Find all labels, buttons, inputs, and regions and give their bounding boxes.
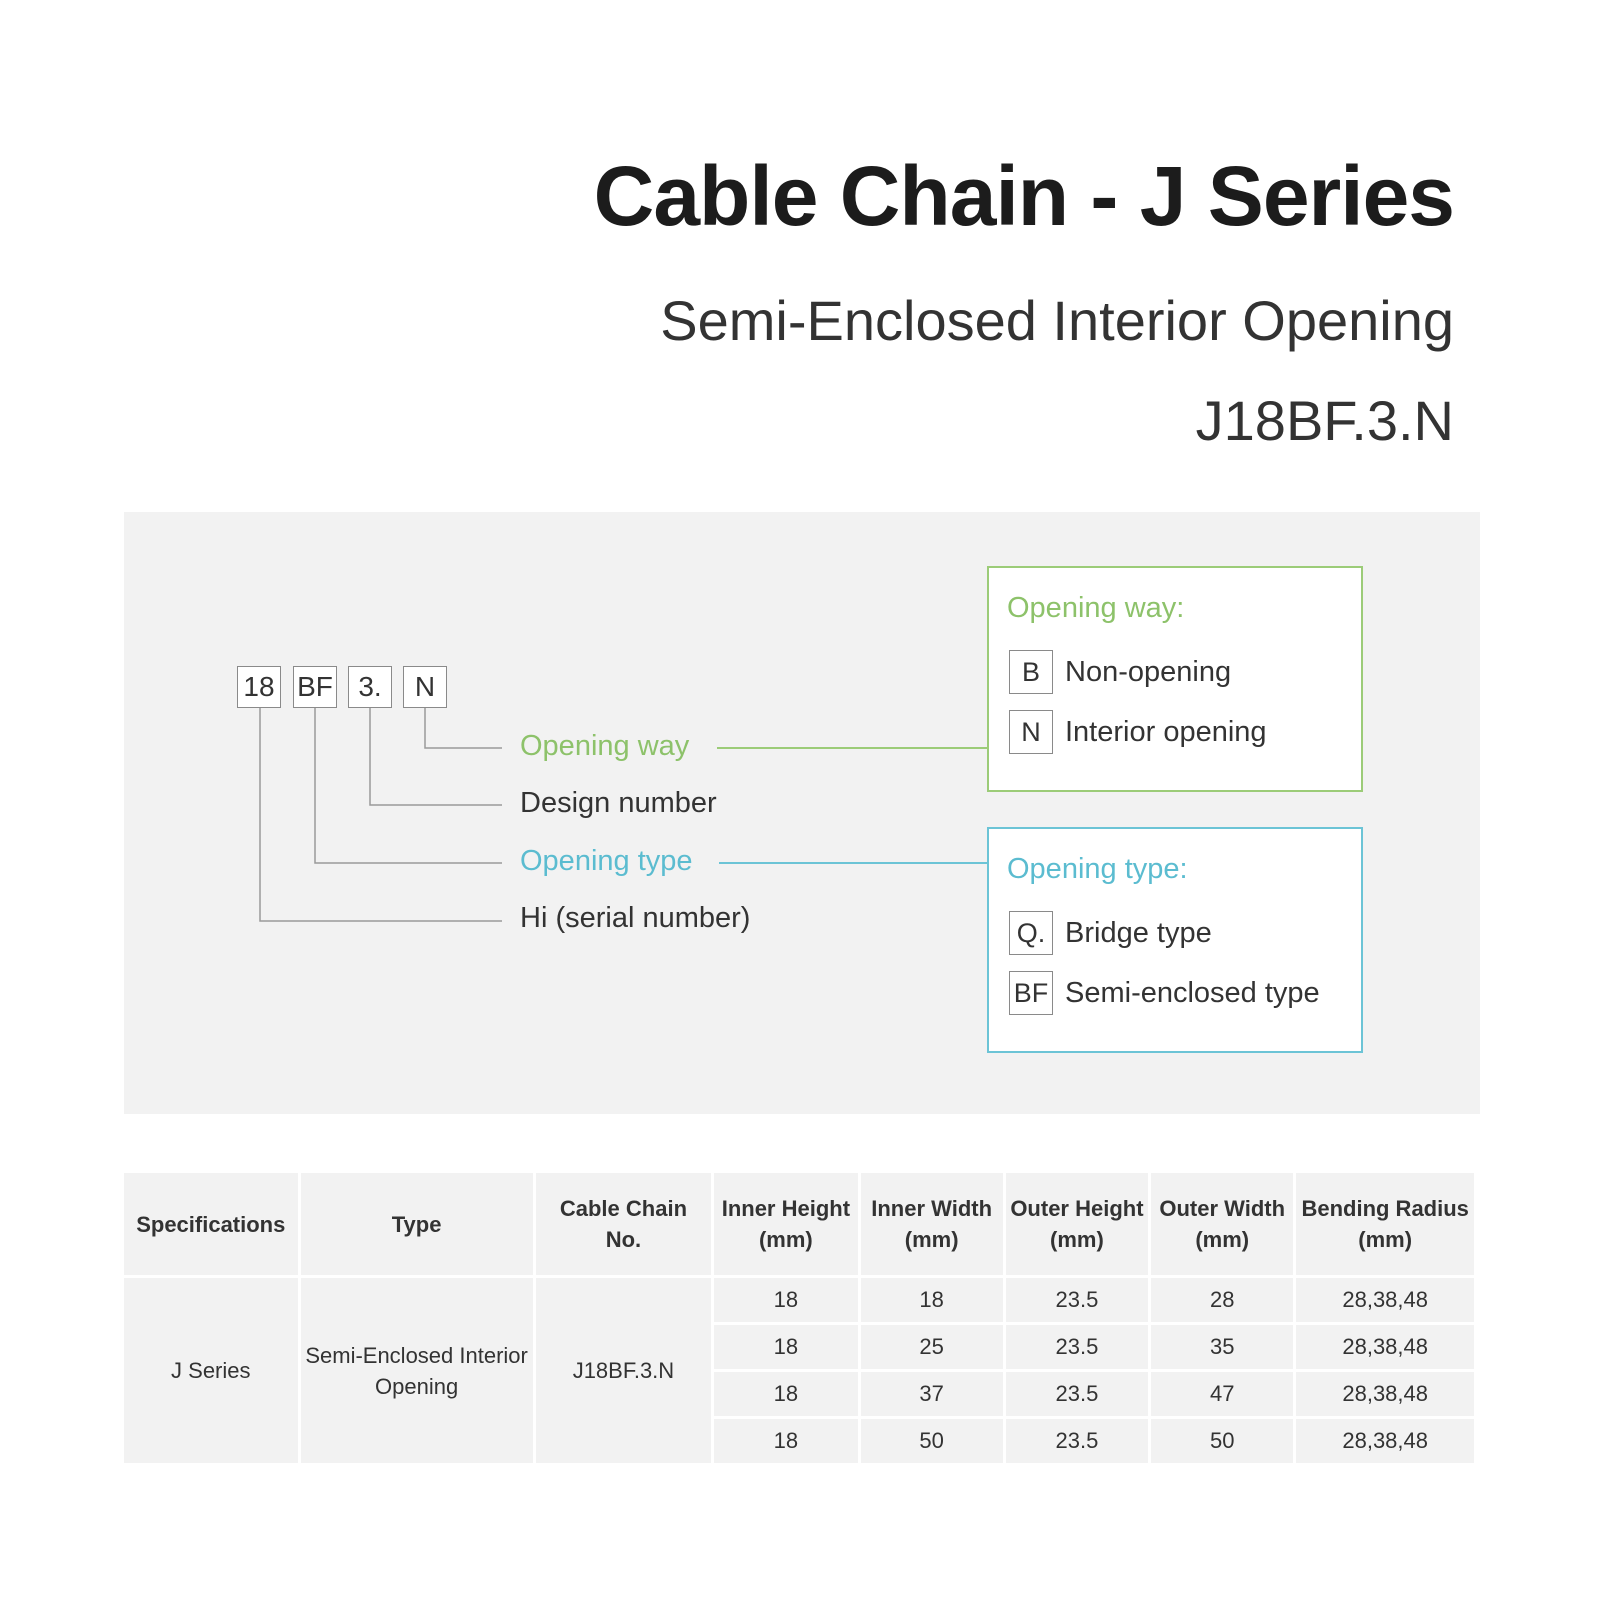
table-cell: 28 [1151,1278,1294,1322]
table-cell: 23.5 [1005,1419,1149,1463]
leader-18 [259,708,502,922]
opening-way-box: Opening way: B Non-opening N Interior op… [987,566,1363,792]
label-serial-number: Hi (serial number) [520,902,751,934]
table-cell: 23.5 [1005,1372,1149,1416]
table-cell: 35 [1151,1325,1294,1369]
leader-n [424,708,502,749]
code-part-type: BF [293,666,337,708]
naming-diagram: 18 BF 3. N Opening way Design number Ope… [124,512,1480,1114]
opening-type-box-title: Opening type: [1007,853,1188,885]
page-title: Cable Chain - J Series [593,149,1455,243]
header-chain-no: Cable Chain No. [535,1173,712,1275]
table-cell: 23.5 [1005,1325,1149,1369]
opening-way-box-title: Opening way: [1007,592,1185,624]
header-outer-width: Outer Width (mm) [1151,1173,1294,1275]
table-cell: 28,38,48 [1296,1372,1474,1416]
header-type: Type [300,1173,533,1275]
leader-bf [314,708,502,864]
option-code: BF [1009,971,1053,1015]
header-bending-radius: Bending Radius (mm) [1296,1173,1474,1275]
table-header-row: Specifications Type Cable Chain No. Inne… [124,1173,1474,1275]
cell-chain-no: J18BF.3.N [535,1278,712,1463]
table-cell: 37 [860,1372,1003,1416]
table-cell: 18 [860,1278,1003,1322]
table-row: 18 50 23.5 50 28,38,48 [124,1419,1474,1463]
leader-3 [369,708,502,806]
table-cell: 28,38,48 [1296,1419,1474,1463]
label-opening-way: Opening way [520,730,690,762]
table-cell: 47 [1151,1372,1294,1416]
option-row: B Non-opening [1009,650,1231,694]
label-opening-type: Opening type [520,845,693,877]
table-cell: 18 [714,1372,858,1416]
option-code: Q. [1009,911,1053,955]
option-code: N [1009,710,1053,754]
header-inner-height: Inner Height (mm) [714,1173,858,1275]
table-row: 18 25 23.5 35 28,38,48 [124,1325,1474,1369]
connector-lines [259,708,987,922]
option-text: Interior opening [1065,715,1267,748]
option-row: Q. Bridge type [1009,911,1212,955]
opening-type-box: Opening type: Q. Bridge type BF Semi-enc… [987,827,1363,1053]
table-cell: 50 [1151,1419,1294,1463]
code-part-opening: N [403,666,447,708]
code-part-serial: 18 [237,666,281,708]
table-row: J Series Semi-Enclosed Interior Opening … [124,1278,1474,1463]
option-row: BF Semi-enclosed type [1009,971,1320,1015]
table-cell: 28,38,48 [1296,1278,1474,1322]
label-design-number: Design number [520,787,717,819]
table-cell: 18 [714,1325,858,1369]
table-cell: 25 [860,1325,1003,1369]
table-cell: 18 [714,1278,858,1322]
table-cell: 23.5 [1005,1278,1149,1322]
option-row: N Interior opening [1009,710,1267,754]
cell-specification: J Series [124,1278,298,1463]
spec-table: Specifications Type Cable Chain No. Inne… [121,1170,1477,1466]
table-cell: 28,38,48 [1296,1325,1474,1369]
option-text: Non-opening [1065,655,1232,688]
page-subtitle: Semi-Enclosed Interior Opening [660,289,1454,352]
model-number: J18BF.3.N [1195,389,1454,452]
code-part-design: 3. [348,666,392,708]
table-cell: 18 [714,1419,858,1463]
header-outer-height: Outer Height (mm) [1005,1173,1149,1275]
header-specifications: Specifications [124,1173,298,1275]
option-code: B [1009,650,1053,694]
cell-type: Semi-Enclosed Interior Opening [300,1278,533,1463]
table-cell: 50 [860,1419,1003,1463]
table-row: 18 37 23.5 47 28,38,48 [124,1372,1474,1416]
option-text: Bridge type [1065,916,1212,949]
option-text: Semi-enclosed type [1065,976,1320,1009]
header-inner-width: Inner Width (mm) [860,1173,1003,1275]
